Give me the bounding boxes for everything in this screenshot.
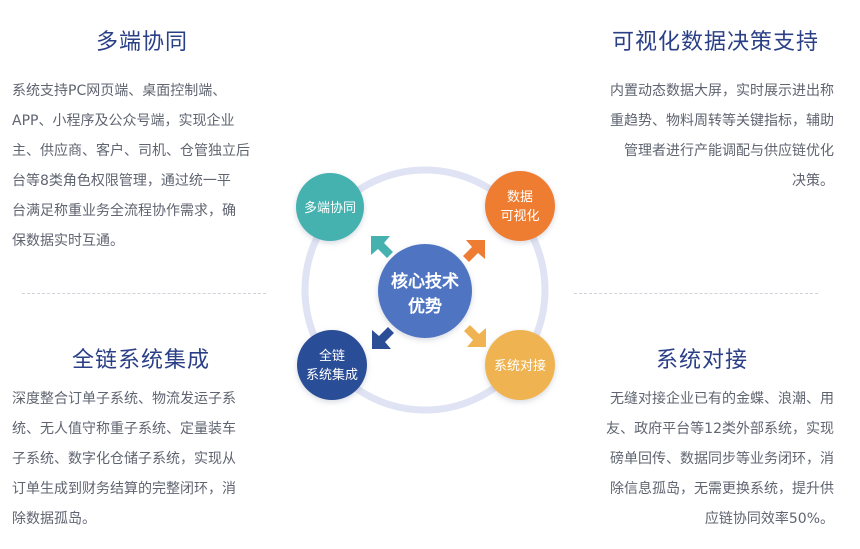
desc-line: 主、供应商、客户、司机、仓管独立后 [12, 143, 250, 159]
desc-line: 除信息孤岛，无需更换系统，提升供 [610, 481, 834, 497]
panel-desc-system-docking: 无缝对接企业已有的金蝶、浪潮、用 友、政府平台等12类外部系统，实现 磅单回传、… [572, 384, 834, 534]
panel-title-system-docking: 系统对接 [656, 348, 749, 373]
node-system-docking-circle [485, 330, 555, 400]
panel-title-data-visual: 可视化数据决策支持 [612, 30, 820, 55]
core-node-label-line2: 优势 [408, 296, 442, 317]
node-data-visual-label-line1: 数据 [507, 190, 533, 205]
desc-line: 订单生成到财务结算的完整闭环，消 [12, 481, 236, 497]
desc-line: 系统支持PC网页端、桌面控制端、 [12, 83, 227, 99]
node-multi-terminal: 多端协同 [296, 173, 364, 241]
desc-line: 除数据孤岛。 [12, 511, 96, 527]
node-data-visual-circle [485, 171, 555, 241]
node-system-docking-label: 系统对接 [494, 358, 546, 374]
node-full-chain-label-line1: 全链 [319, 348, 345, 364]
node-full-chain-label-line2: 系统集成 [306, 367, 358, 383]
desc-line: 应链协同效率50%。 [704, 511, 834, 527]
panel-title-full-chain: 全链系统集成 [72, 348, 211, 373]
panel-desc-data-visual: 内置动态数据大屏，实时展示进出称 重趋势、物料周转等关键指标，辅助 管理者进行产… [572, 76, 834, 196]
node-data-visual: 数据 可视化 [485, 171, 555, 241]
desc-line: 内置动态数据大屏，实时展示进出称 [610, 83, 834, 99]
desc-line: 子系统、数字化仓储子系统，实现从 [12, 451, 236, 467]
outer-ring [301, 166, 549, 414]
divider-right [574, 293, 818, 294]
node-system-docking: 系统对接 [485, 330, 555, 400]
desc-line: 保数据实时互通。 [12, 233, 124, 249]
desc-line: APP、小程序及公众号端，实现企业 [12, 113, 235, 129]
node-full-chain-circle [297, 330, 367, 400]
desc-line: 决策。 [792, 173, 834, 189]
desc-line: 深度整合订单子系统、物流发运子系 [12, 391, 236, 407]
node-data-visual-label-line2: 可视化 [500, 209, 539, 224]
node-multi-terminal-circle [296, 173, 364, 241]
panel-title-multi-terminal: 多端协同 [96, 30, 189, 55]
desc-line: 台等8类角色权限管理，通过统一平 [12, 173, 231, 189]
divider-left [22, 293, 266, 294]
core-node-label-line1: 核心技术 [391, 271, 459, 292]
desc-line: 重趋势、物料周转等关键指标，辅助 [610, 113, 834, 129]
arrow-to-multi-terminal [371, 236, 393, 258]
desc-line: 统、无人值守称重子系统、定量装车 [12, 421, 236, 437]
desc-line: 磅单回传、数据同步等业务闭环，消 [610, 451, 834, 467]
node-multi-terminal-label: 多端协同 [304, 200, 356, 216]
arrow-to-system-docking [464, 325, 486, 347]
core-node-circle [378, 244, 472, 338]
desc-line: 友、政府平台等12类外部系统，实现 [606, 421, 834, 437]
panel-desc-multi-terminal: 系统支持PC网页端、桌面控制端、 APP、小程序及公众号端，实现企业 主、供应商… [12, 76, 277, 256]
panel-desc-full-chain: 深度整合订单子系统、物流发运子系 统、无人值守称重子系统、定量装车 子系统、数字… [12, 384, 277, 534]
arrow-to-full-chain [372, 327, 394, 349]
arrow-to-data-visual [463, 240, 485, 262]
node-full-chain: 全链 系统集成 [297, 330, 367, 400]
core-node: 核心技术 优势 [378, 244, 472, 338]
desc-line: 台满足称重业务全流程协作需求，确 [12, 203, 236, 219]
desc-line: 管理者进行产能调配与供应链优化 [624, 143, 834, 159]
desc-line: 无缝对接企业已有的金蝶、浪潮、用 [610, 391, 834, 407]
